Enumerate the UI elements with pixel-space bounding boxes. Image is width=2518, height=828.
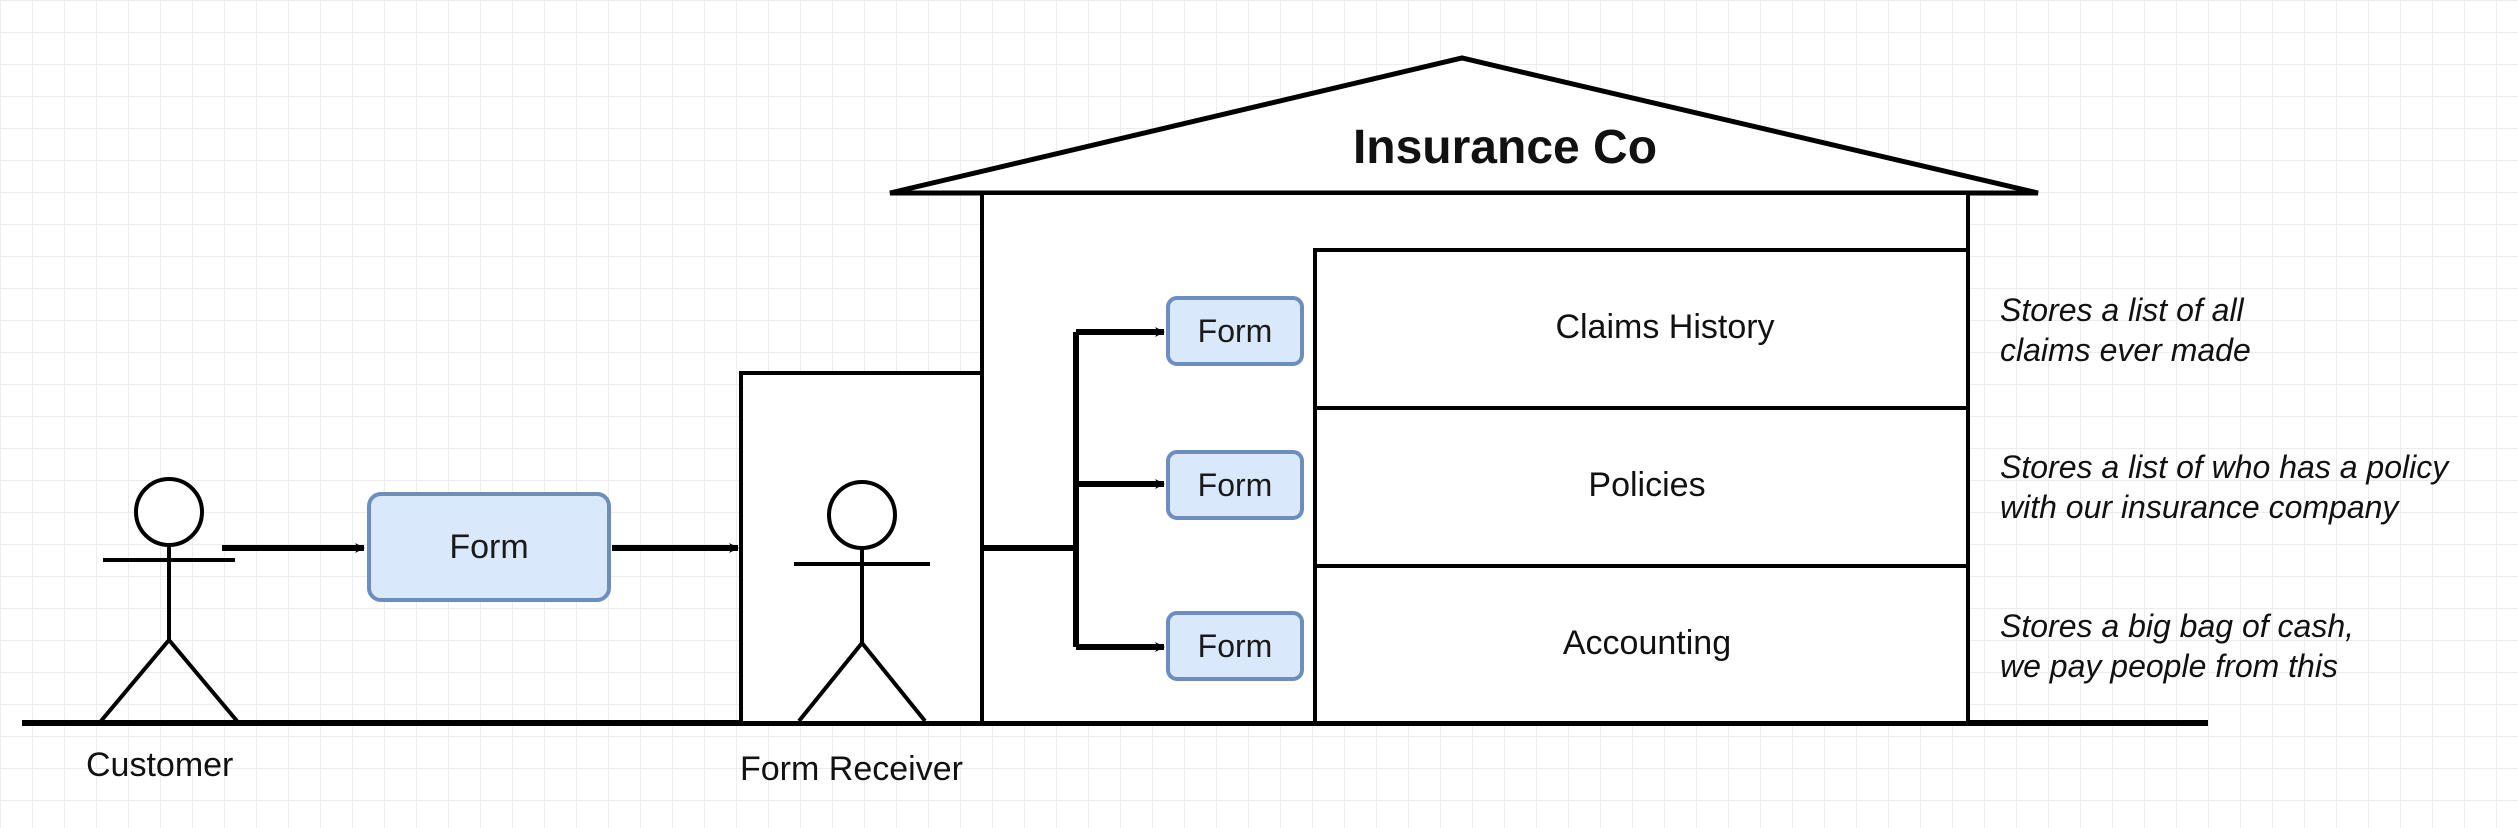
form-receiver-label: Form Receiver — [740, 750, 963, 788]
customer-label: Customer — [86, 746, 234, 784]
note-claims-line-2: claims ever made — [2000, 332, 2251, 368]
form-box-main — [367, 492, 611, 602]
form-label-policies: Form — [1197, 466, 1273, 503]
note-accounting: Stores a big bag of cash, we pay people … — [2000, 606, 2354, 686]
table-label-claims: Claims History — [1555, 308, 1775, 346]
note-policies-line-1: Stores a list of who has a policy — [2000, 449, 2449, 485]
table-policies-box — [1313, 406, 1970, 568]
note-policies-line-2: with our insurance company — [2000, 489, 2399, 525]
table-label-accounting: Accounting — [1562, 624, 1732, 662]
table-label-policies: Policies — [1588, 466, 1706, 504]
form-receiver-figure-icon — [794, 480, 930, 723]
note-claims-line-1: Stores a list of all — [2000, 292, 2244, 328]
note-policies: Stores a list of who has a policy with o… — [2000, 447, 2448, 527]
table-accounting-box — [1313, 564, 1970, 725]
table-claims-box — [1313, 248, 1970, 410]
customer-figure-icon — [99, 477, 239, 723]
building-title: Insurance Co — [1352, 121, 1658, 174]
form-box-accounting — [1166, 611, 1304, 681]
note-accounting-line-2: we pay people from this — [2000, 648, 2338, 684]
form-box-claims — [1166, 296, 1304, 366]
form-box-policies — [1166, 450, 1304, 520]
form-label-main: Form — [449, 527, 529, 566]
form-label-claims: Form — [1197, 312, 1273, 349]
note-accounting-line-1: Stores a big bag of cash, — [2000, 608, 2354, 644]
form-label-accounting: Form — [1197, 627, 1273, 664]
note-claims: Stores a list of all claims ever made — [2000, 290, 2251, 370]
connector-branch — [982, 332, 1079, 647]
